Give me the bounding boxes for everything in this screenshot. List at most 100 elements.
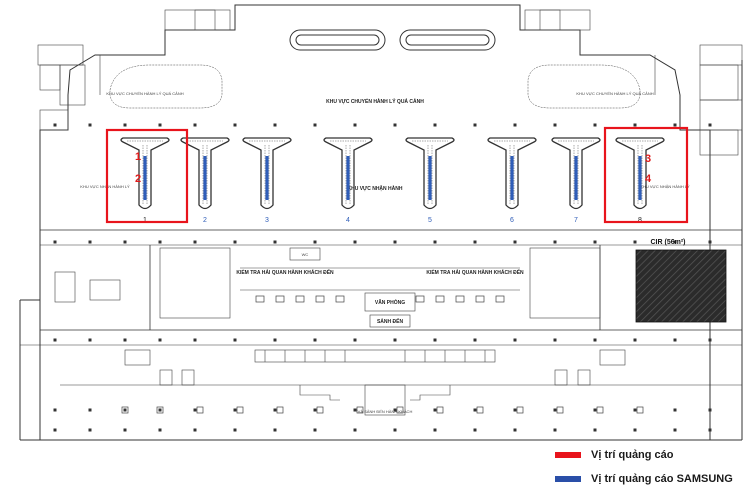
kiosk [596,406,604,414]
column [708,240,712,244]
column [88,123,92,127]
belt-outline [487,137,537,210]
column [553,240,557,244]
checkpoint-booth [435,295,445,303]
transfer-right-label: KHU VỰC CHUYỂN HÀNH LÝ QUÁ CẢNH [576,91,653,96]
column [233,338,237,342]
column [233,123,237,127]
column [313,408,317,412]
belt-outline [180,137,230,210]
column [88,240,92,244]
column [313,240,317,244]
column [233,428,237,432]
kiosk [156,406,164,414]
belt-rollers [494,140,530,204]
legend-ad-position: Vị trí quảng cáo [555,446,750,464]
wc-label: WC [302,252,309,257]
building-outline [19,4,743,441]
samsung-ad-marker [143,156,147,200]
column [473,240,477,244]
column [53,408,57,412]
kiosk [476,406,484,414]
column [88,338,92,342]
customs-right-label: KIỂM TRA HẢI QUAN HÀNH KHÁCH ĐẾN [426,269,524,276]
column [553,408,557,412]
checkpoint-booth [455,295,465,303]
ad-position-frames [105,126,689,224]
belt-outline [323,137,373,210]
column [513,240,517,244]
top-left-rooms [37,9,231,131]
column [158,338,162,342]
belt-number: 2 [203,217,207,224]
checkpoint-booth [295,295,305,303]
belt-number: 1 [143,217,147,224]
samsung-ad-marker [638,156,642,200]
column [593,338,597,342]
column [393,123,397,127]
samsung-ad-marker [510,156,514,200]
checkpoint-booth [255,295,265,303]
belt-number: 4 [346,217,350,224]
column [158,408,162,412]
ad-frame-left [105,128,189,224]
column [708,338,712,342]
column [273,123,277,127]
baggage-belt: 7 [551,137,601,224]
column [473,408,477,412]
column [433,123,437,127]
baggage-belt: 8 [615,137,665,224]
column [708,428,712,432]
belt-number: 6 [510,217,514,224]
kiosk [121,406,129,414]
column [473,123,477,127]
belt-number: 8 [638,217,642,224]
belt-rollers [558,140,594,204]
baggage-belt: 5 [405,137,455,224]
column [353,338,357,342]
column [193,240,197,244]
column [88,408,92,412]
ad-position-number: 1 [135,151,141,163]
column [708,123,712,127]
column [193,408,197,412]
column [158,240,162,244]
transfer-left-label: KHU VỰC CHUYỂN HÀNH LÝ QUÁ CẢNH [106,91,183,96]
belt-outline [615,137,665,210]
belt-rollers [412,140,448,204]
kiosk [636,406,644,414]
kiosk [556,406,564,414]
column [513,408,517,412]
equipment-room-label: VĂN PHÒNG [375,298,405,306]
column [473,428,477,432]
column [313,338,317,342]
belt-rollers [249,140,285,204]
column [553,428,557,432]
column [673,123,677,127]
column [513,338,517,342]
column [673,338,677,342]
samsung-ad-marker [428,156,432,200]
column [313,123,317,127]
belt-outline [242,137,292,210]
column [593,428,597,432]
column [353,428,357,432]
kiosk [356,406,364,414]
checkpoint-booth [495,295,505,303]
kiosk [516,406,524,414]
column [593,123,597,127]
column [273,408,277,412]
arrival-hall-label: SẢNH ĐẾN [377,318,404,325]
column [313,428,317,432]
kiosk [276,406,284,414]
legend-samsung-position: Vị trí quảng cáo SAMSUNG [555,470,750,488]
column [88,428,92,432]
top-right-rooms [524,9,743,156]
column [673,428,677,432]
column [553,123,557,127]
legend-ad-label: Vị trí quảng cáo [591,449,674,461]
column [123,408,127,412]
column [123,123,127,127]
